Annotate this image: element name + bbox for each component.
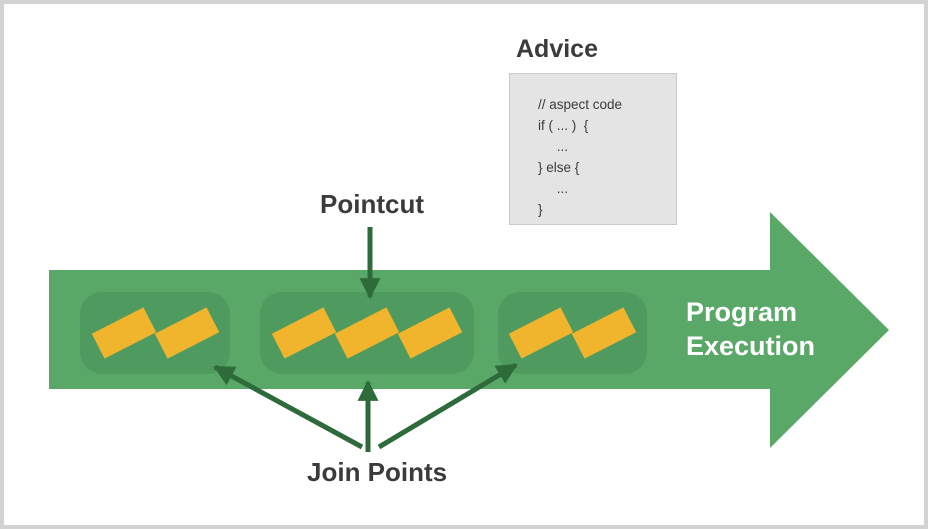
join-point-bar xyxy=(271,307,337,359)
join-point-bar xyxy=(508,307,574,359)
advice-code-box: // aspect code if ( ... ) { ... } else {… xyxy=(509,73,677,225)
code-line: } else { xyxy=(538,160,580,175)
join-point-bar xyxy=(91,307,156,359)
code-line: ... xyxy=(538,181,569,196)
code-line: } xyxy=(538,202,543,217)
join-point-bar xyxy=(397,307,463,359)
join-point-group-left xyxy=(80,292,230,374)
program-execution-label: Program Execution xyxy=(686,297,816,361)
pointcut-label: Pointcut xyxy=(320,189,424,219)
advice-label: Advice xyxy=(516,35,598,63)
code-line: // aspect code xyxy=(538,97,623,112)
join-point-bar xyxy=(334,307,400,359)
join-points-label: Join Points xyxy=(307,457,448,487)
join-point-bar xyxy=(154,307,219,359)
join-point-group-middle xyxy=(260,292,474,374)
code-line: ... xyxy=(538,139,569,154)
code-line: if ( ... ) { xyxy=(538,118,589,133)
program-execution-arrow-head-icon xyxy=(770,212,889,448)
join-point-group-right xyxy=(498,292,647,374)
join-point-bar xyxy=(571,307,637,359)
